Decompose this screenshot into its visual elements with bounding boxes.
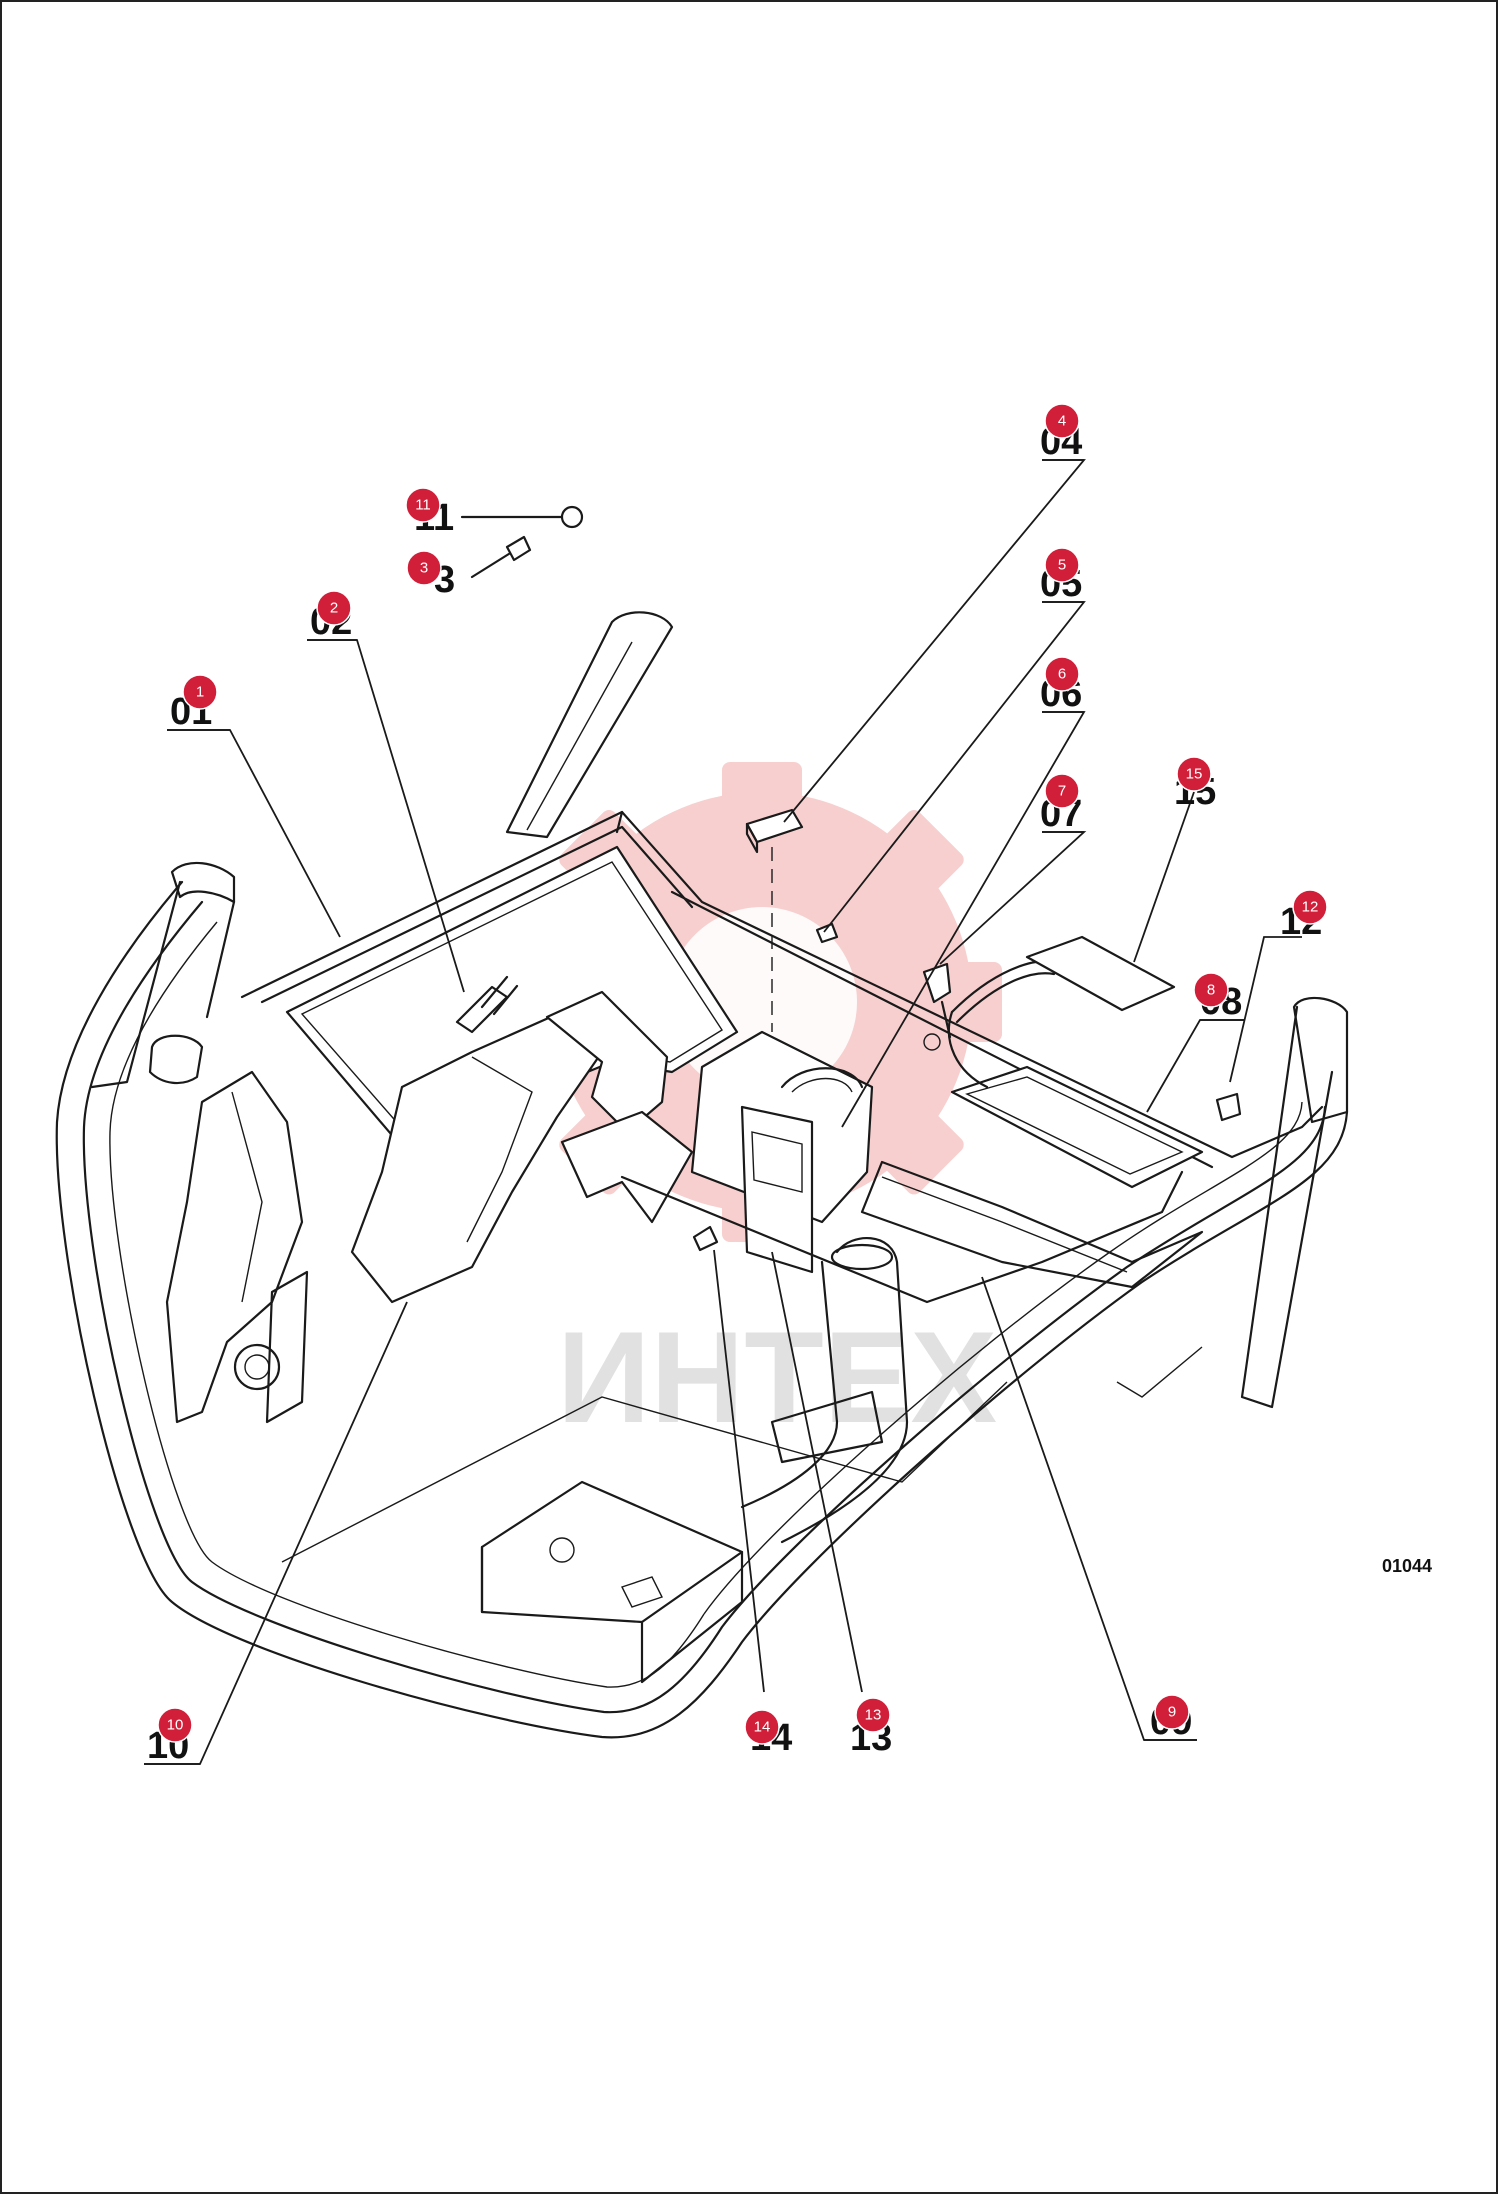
- callout-marker-4[interactable]: 4: [1044, 403, 1080, 439]
- svg-text:5: 5: [1058, 557, 1066, 574]
- callout-marker-13[interactable]: 13: [855, 1697, 891, 1733]
- svg-text:1: 1: [196, 684, 204, 701]
- callout-marker-14[interactable]: 14: [744, 1709, 780, 1745]
- callout-marker-12[interactable]: 12: [1292, 889, 1328, 925]
- screw-part: [1215, 1092, 1242, 1122]
- svg-text:14: 14: [754, 1719, 771, 1736]
- svg-text:2: 2: [330, 600, 338, 617]
- callout-marker-11[interactable]: 11: [405, 487, 441, 523]
- figure-id: 01044: [1382, 1556, 1432, 1576]
- watermark-text: ИНТЕХ: [557, 1304, 997, 1450]
- callout-marker-8[interactable]: 8: [1193, 972, 1229, 1008]
- label-underlines: [144, 459, 1244, 1765]
- callout-marker-9[interactable]: 9: [1154, 1694, 1190, 1730]
- cab-frame: [55, 611, 1349, 1739]
- svg-text:6: 6: [1058, 666, 1066, 683]
- nut-part: [560, 505, 584, 529]
- svg-text:8: 8: [1207, 982, 1215, 999]
- svg-text:15: 15: [1186, 766, 1203, 783]
- callout-marker-6[interactable]: 6: [1044, 656, 1080, 692]
- svg-text:11: 11: [415, 497, 431, 514]
- callout-marker-15[interactable]: 15: [1176, 756, 1212, 792]
- svg-text:7: 7: [1058, 783, 1066, 800]
- svg-text:13: 13: [865, 1707, 882, 1724]
- svg-text:9: 9: [1168, 1704, 1176, 1721]
- svg-text:12: 12: [1302, 899, 1319, 916]
- svg-text:3: 3: [420, 560, 428, 577]
- callout-marker-3[interactable]: 3: [406, 550, 442, 586]
- decal-plate-part: [1025, 935, 1176, 1012]
- callout-marker-7[interactable]: 7: [1044, 773, 1080, 809]
- small-bolt-part: [470, 550, 514, 579]
- callout-marker-5[interactable]: 5: [1044, 547, 1080, 583]
- callout-marker-10[interactable]: 10: [157, 1707, 193, 1743]
- svg-text:10: 10: [167, 1717, 184, 1734]
- callout-marker-1[interactable]: 1: [182, 674, 218, 710]
- svg-text:4: 4: [1058, 413, 1066, 430]
- clip-part: [815, 922, 839, 944]
- floor-bolt-part: [692, 1225, 719, 1252]
- loose-parts: [460, 505, 1242, 1252]
- callout-markers: 1 2 3 4 5 6 7 8 9 10 11 12 13 14 15: [157, 403, 1328, 1745]
- callout-marker-2[interactable]: 2: [316, 590, 352, 626]
